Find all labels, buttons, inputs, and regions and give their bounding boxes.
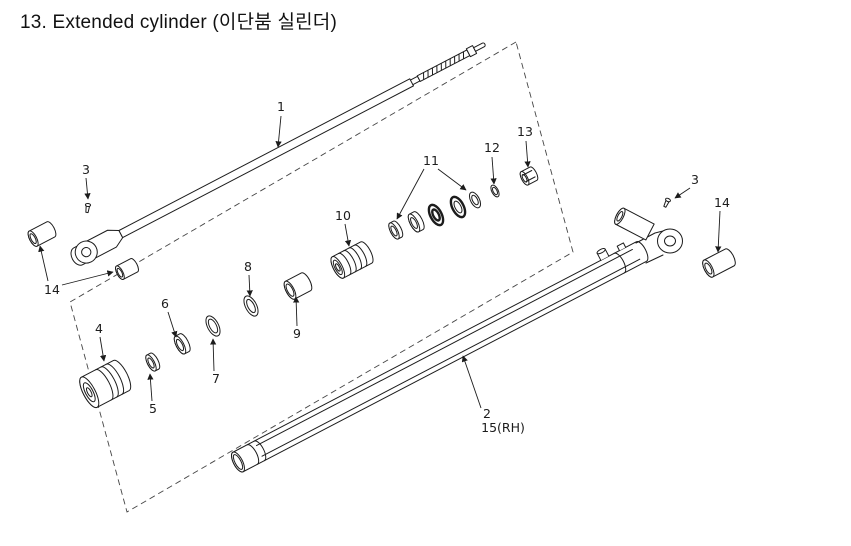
leader-13 xyxy=(524,140,531,168)
leader-4 xyxy=(99,336,107,362)
part-1-rod xyxy=(70,42,486,266)
callout-6: 6 xyxy=(161,296,169,311)
leader-12 xyxy=(490,156,497,185)
part-8-ring xyxy=(243,295,259,317)
leader-14-right xyxy=(715,210,722,253)
leader-2 xyxy=(461,355,482,409)
callout-5: 5 xyxy=(149,401,157,416)
callout-3-right: 3 xyxy=(691,172,699,187)
part-7-oring xyxy=(205,315,221,337)
part-2-tube xyxy=(231,241,649,473)
callout-1: 1 xyxy=(277,99,285,114)
callout-3-left: 3 xyxy=(82,162,90,177)
construction-box xyxy=(69,41,574,513)
leader-11-a xyxy=(396,168,425,220)
leader-5 xyxy=(147,373,154,402)
callout-15-rh: 15(RH) xyxy=(481,420,525,435)
callout-2: 2 xyxy=(483,406,491,421)
part-3-screw-right xyxy=(663,197,671,208)
leader-6 xyxy=(167,311,178,338)
leader-14-left-b xyxy=(61,270,114,286)
leader-9 xyxy=(293,296,300,327)
part-13-nut xyxy=(519,166,539,186)
callout-8: 8 xyxy=(244,259,252,274)
part-10-gland xyxy=(330,241,374,279)
callout-14-right: 14 xyxy=(714,195,730,210)
part-4-piston xyxy=(79,359,132,409)
leader-3-right xyxy=(674,187,691,199)
leader-14-left-a xyxy=(38,245,49,282)
callout-12: 12 xyxy=(484,140,500,155)
callout-14-left: 14 xyxy=(44,282,60,297)
callout-7: 7 xyxy=(212,371,220,386)
part-11-seal-kit xyxy=(388,191,482,240)
part-2-eye-tube xyxy=(614,207,655,241)
callout-4: 4 xyxy=(95,321,103,336)
part-14-bushing-left xyxy=(27,221,57,247)
callout-11: 11 xyxy=(423,153,439,168)
part-14-bushing-clevis xyxy=(115,258,139,280)
part-2-clevis xyxy=(635,228,683,264)
thread-hatch xyxy=(423,51,465,80)
callout-leaders xyxy=(38,115,722,409)
part-3-screw-left xyxy=(84,202,92,214)
callout-13: 13 xyxy=(517,124,533,139)
callout-10: 10 xyxy=(335,208,351,223)
leader-3-left xyxy=(84,177,91,200)
port-fitting xyxy=(616,242,627,252)
callout-labels: 1 3 14 4 5 6 7 8 9 10 11 12 13 3 14 2 15… xyxy=(44,99,730,435)
callout-9: 9 xyxy=(293,326,301,341)
leader-1 xyxy=(275,115,282,148)
leader-11-b xyxy=(437,168,467,191)
part-5-ring xyxy=(145,352,161,372)
leader-8 xyxy=(246,274,253,297)
page-title: 13. Extended cylinder (이단붐 실린더) xyxy=(20,12,338,33)
part-6-ring xyxy=(173,333,191,355)
part-12-ring xyxy=(490,184,500,198)
leader-10 xyxy=(344,223,352,247)
part-9-spacer xyxy=(283,272,313,300)
leader-7 xyxy=(210,338,217,372)
part-14-bushing-right xyxy=(702,248,736,278)
